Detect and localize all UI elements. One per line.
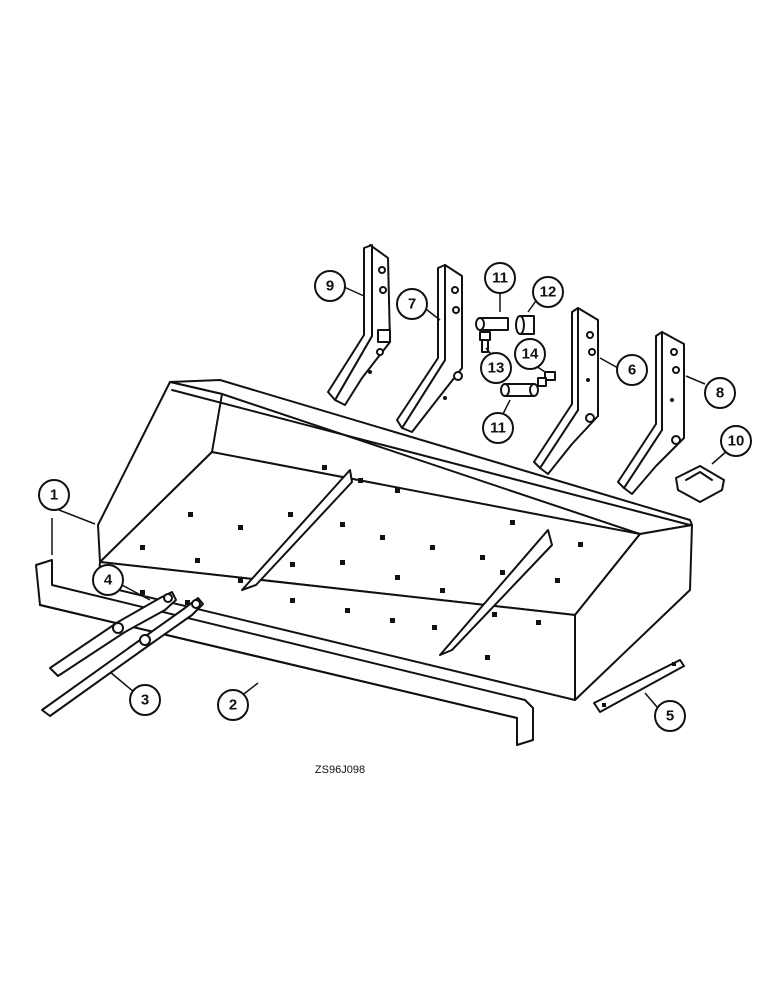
bolt-13 (479, 331, 491, 353)
svg-text:2: 2 (229, 697, 237, 714)
svg-text:11: 11 (492, 270, 508, 287)
svg-text:3: 3 (141, 692, 149, 709)
svg-text:6: 6 (628, 362, 636, 379)
callout-6: 6 (616, 354, 648, 386)
svg-text:1: 1 (50, 487, 58, 504)
svg-text:11: 11 (490, 420, 506, 437)
bolt-14 (537, 371, 556, 387)
bracket-9 (327, 244, 391, 406)
svg-text:5: 5 (666, 708, 674, 725)
pin-11-upper (475, 317, 509, 331)
bucket (97, 379, 693, 701)
callout-2: 2 (217, 689, 249, 721)
callout-9: 9 (314, 270, 346, 302)
clip-10 (675, 465, 725, 503)
callout-1: 1 (38, 479, 70, 511)
bucket-holes (140, 465, 583, 660)
svg-text:14: 14 (522, 346, 539, 363)
bracket-8 (617, 331, 685, 495)
svg-text:13: 13 (488, 360, 505, 377)
svg-text:7: 7 (408, 296, 416, 313)
svg-text:12: 12 (540, 284, 557, 301)
callout-14: 14 (514, 338, 546, 370)
callout-7: 7 (396, 288, 428, 320)
bracket-7 (396, 264, 463, 433)
callout-10: 10 (720, 425, 752, 457)
callout-3: 3 (129, 684, 161, 716)
callout-11-upper: 11 (484, 262, 516, 294)
callout-12: 12 (532, 276, 564, 308)
bushing-12 (515, 315, 535, 335)
svg-text:10: 10 (728, 433, 745, 450)
pin-11-lower (500, 383, 539, 397)
drawing-code: ZS96J098 (315, 764, 365, 776)
tooth-bar-3 (41, 597, 204, 717)
svg-text:4: 4 (104, 572, 113, 589)
tooth-bar-4 (49, 591, 177, 677)
svg-text:9: 9 (326, 278, 334, 295)
svg-text:8: 8 (716, 385, 724, 402)
callout-5: 5 (654, 700, 686, 732)
bracket-6 (533, 307, 599, 475)
callout-13: 13 (480, 352, 512, 384)
callout-11-lower: 11 (482, 412, 514, 444)
callout-8: 8 (704, 377, 736, 409)
callout-4: 4 (92, 564, 124, 596)
wear-strip (593, 659, 685, 713)
